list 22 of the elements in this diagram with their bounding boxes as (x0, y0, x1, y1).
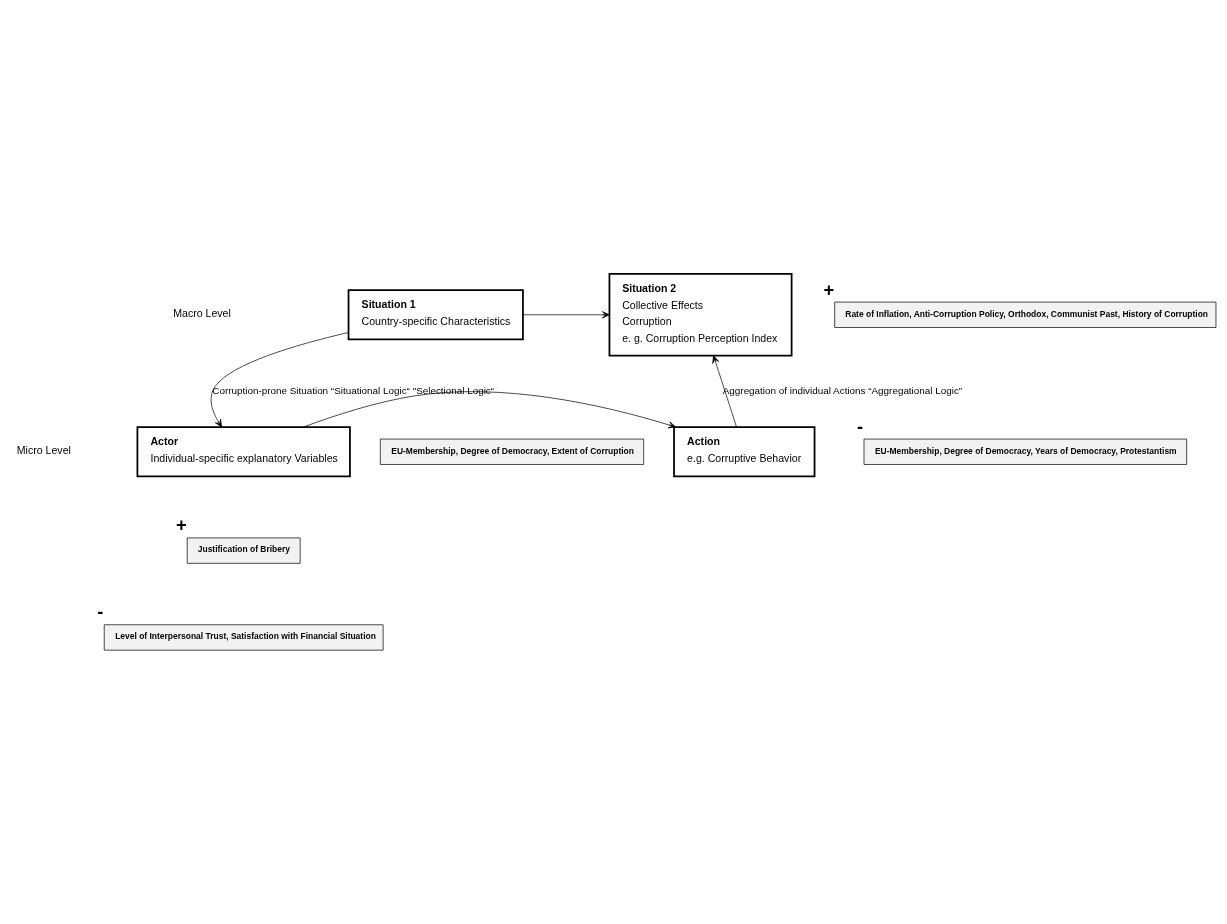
node-label: + (175, 514, 187, 536)
node-box: Justification of Bribery (186, 537, 301, 564)
node-label: - (97, 601, 104, 623)
node-box: Level of Interpersonal Trust, Satisfaction with Financial Situation (103, 624, 384, 651)
edge-label: "Selectional Logic“ (412, 385, 495, 396)
edge-label: Corruption-prone Situation “Situational Logic“ (212, 385, 410, 396)
arrow (303, 391, 677, 429)
node-box: Rate of Inflation, Anti-Corruption Policy, Orthodox, Communist Past, History of Corruption (834, 301, 1217, 328)
node-box: Situation 1 Country-specific Characteristics (347, 289, 524, 341)
node-box: Situation 2 Collective Effects Corruption e. g. Corruption Perception Index (608, 272, 793, 357)
label: Micro Level (16, 444, 71, 457)
label: Macro Level (173, 307, 231, 320)
arrow (712, 355, 737, 428)
node-box: EU-Membership, Degree of Democracy, Extent of Corruption (379, 438, 645, 465)
node-box: Action e.g. Corruptive Behavior (673, 426, 816, 478)
edge-label: Aggregation of individual Actions “Aggregational Logic” (722, 385, 963, 396)
node-box: Actor Individual-specific explanatory Variables (136, 426, 351, 478)
arrow (522, 311, 610, 319)
node-label: + (823, 278, 835, 300)
arrow (210, 332, 349, 428)
node-label: - (856, 415, 864, 437)
node-box: EU-Membership, Degree of Democracy, Years of Democracy, Protestantism (863, 438, 1188, 465)
